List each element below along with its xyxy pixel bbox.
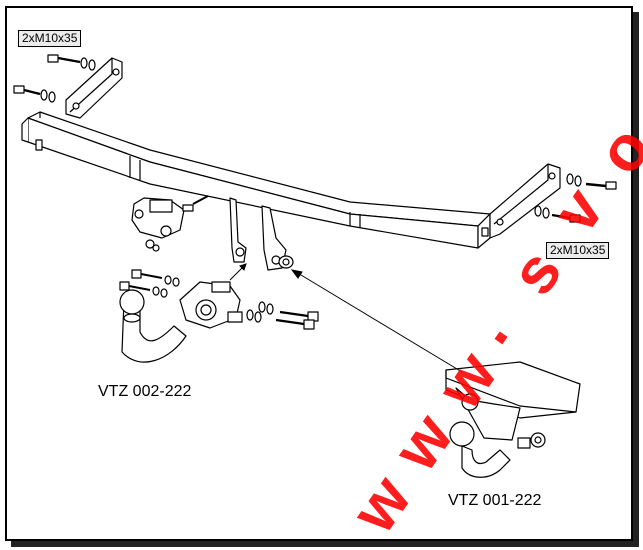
right-bolts [534, 173, 617, 223]
diagram-frame [5, 6, 633, 541]
left-side-bracket [65, 57, 123, 119]
crossbeam [21, 111, 491, 249]
fixed-ball-assembly [445, 361, 581, 478]
left-bolts [13, 54, 96, 103]
mount-lugs [229, 197, 294, 271]
frame-shadow-right [633, 12, 639, 547]
bolt-spec-label-left: 2xM10x35 [18, 30, 82, 47]
right-side-bracket [489, 163, 561, 239]
frame-shadow-bottom [11, 541, 639, 547]
detachable-ball-assembly [119, 281, 243, 363]
model-label-fixed: VTZ 001-222 [448, 492, 542, 509]
socket-plate [131, 195, 209, 252]
assembly-leader-arrow [229, 263, 463, 373]
model-label-detachable: VTZ 002-222 [98, 383, 192, 400]
bolt-spec-label-right: 2xM10x35 [546, 242, 610, 259]
detachable-bolts [119, 269, 319, 330]
